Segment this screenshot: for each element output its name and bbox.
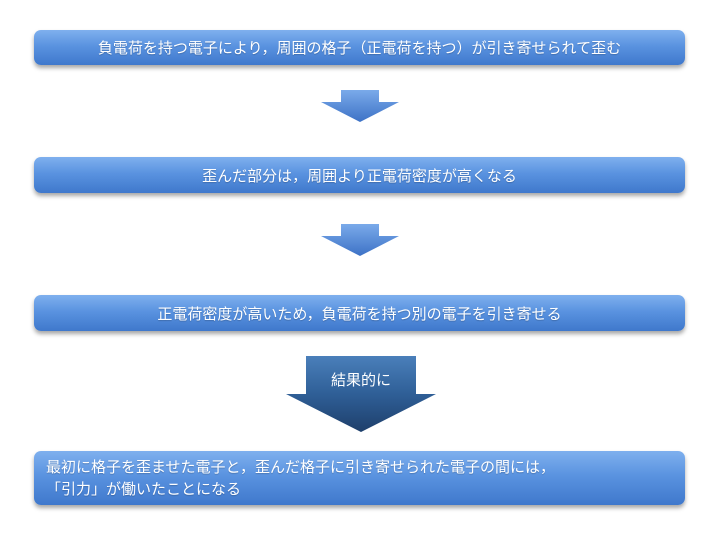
step-4-line-2: 「引力」が働いたことになる (46, 480, 242, 498)
step-4-line-1: 最初に格子を歪ませた電子と，歪んだ格子に引き寄せられた電子の間には， (46, 458, 555, 476)
step-2-text: 歪んだ部分は，周囲より正電荷密度が高くなる (202, 166, 517, 185)
step-box-3: 正電荷密度が高いため，負電荷を持つ別の電子を引き寄せる (34, 295, 685, 331)
step-box-2: 歪んだ部分は，周囲より正電荷密度が高くなる (34, 157, 685, 193)
step-3-text: 正電荷密度が高いため，負電荷を持つ別の電子を引き寄せる (157, 304, 562, 323)
down-arrow-icon (321, 224, 399, 256)
transition-label: 結果的に (330, 371, 391, 389)
down-arrow-icon (321, 90, 399, 122)
result-arrow-icon (286, 356, 436, 432)
step-box-1: 負電荷を持つ電子により，周囲の格子（正電荷を持つ）が引き寄せられて歪む (34, 30, 685, 65)
step-box-4: 最初に格子を歪ませた電子と，歪んだ格子に引き寄せられた電子の間には， 「引力」が… (34, 451, 685, 505)
step-1-text: 負電荷を持つ電子により，周囲の格子（正電荷を持つ）が引き寄せられて歪む (97, 39, 622, 57)
step-4-text: 最初に格子を歪ませた電子と，歪んだ格子に引き寄せられた電子の間には， 「引力」が… (46, 456, 555, 500)
